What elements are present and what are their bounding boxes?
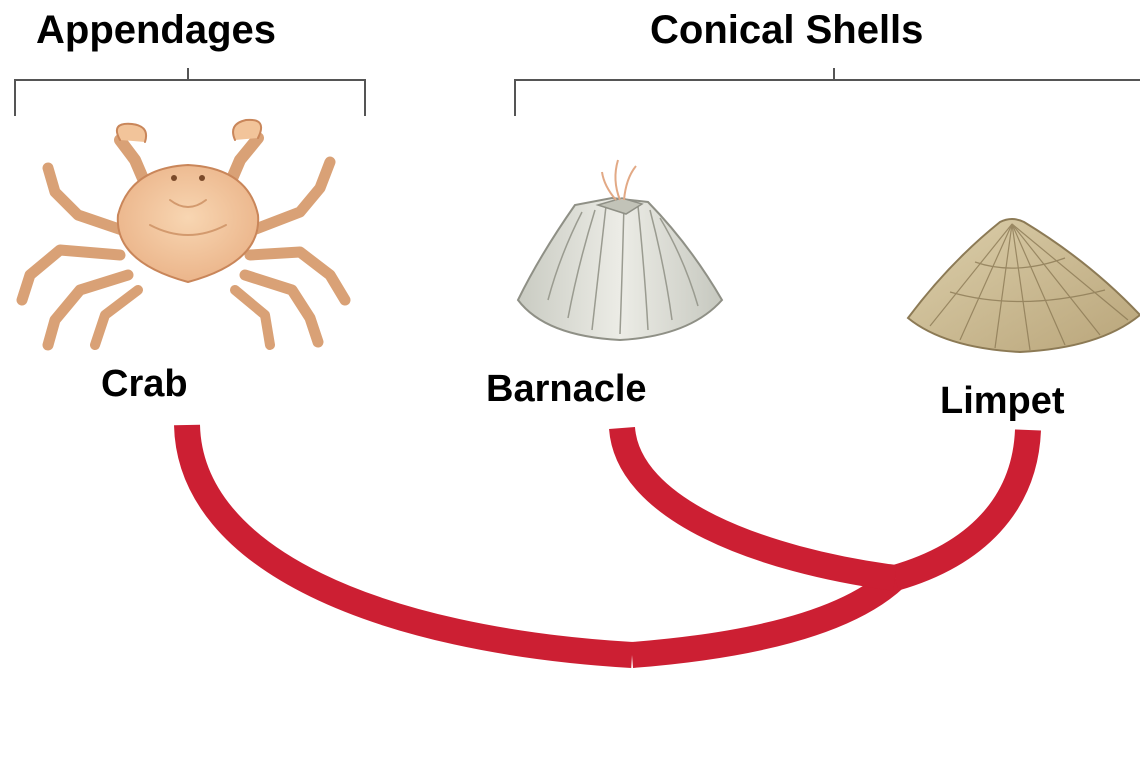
barnacle-label: Barnacle — [486, 368, 647, 411]
cladogram-tree — [187, 425, 1028, 775]
conical-shells-group-label: Conical Shells — [650, 8, 923, 53]
shell-clade-branch — [632, 578, 895, 655]
appendages-bracket — [15, 68, 365, 116]
crab-label: Crab — [101, 363, 188, 406]
appendages-group-label: Appendages — [36, 8, 276, 53]
crab-branch — [187, 425, 632, 655]
barnacle-branch — [622, 428, 895, 578]
limpet-illustration — [908, 219, 1140, 352]
limpet-label: Limpet — [940, 380, 1065, 423]
crab-illustration — [22, 120, 345, 345]
barnacle-illustration — [518, 160, 722, 340]
conical-shells-bracket — [515, 68, 1140, 116]
limpet-branch — [895, 430, 1028, 578]
